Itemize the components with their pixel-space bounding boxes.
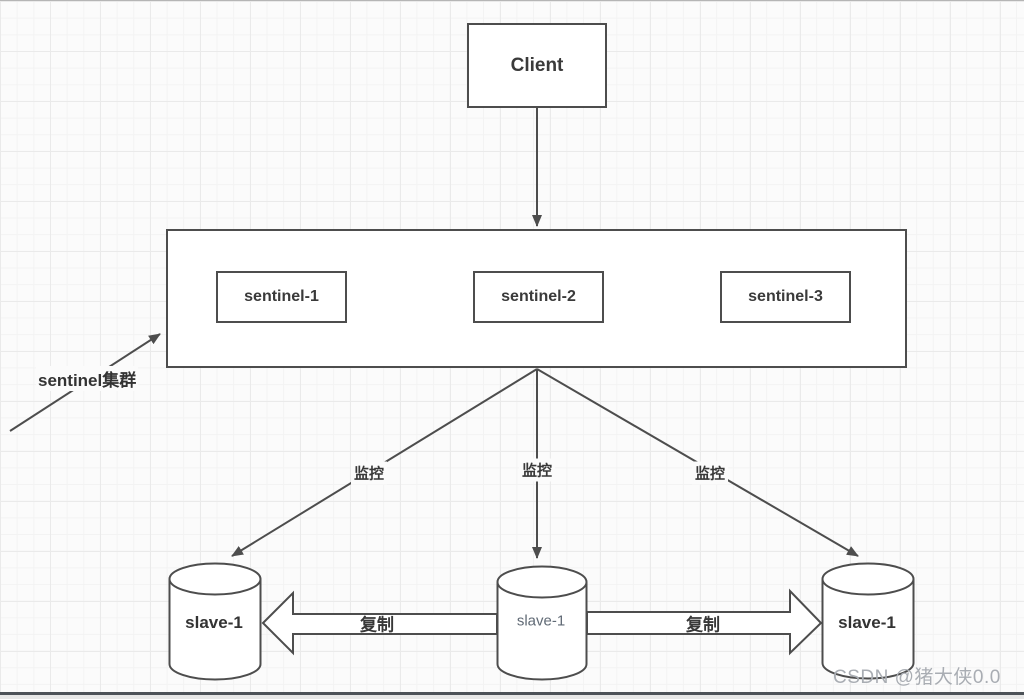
- monitor-label-middle: 监控: [518, 458, 556, 482]
- replication-block-arrow-right: [586, 588, 823, 656]
- client-node: Client: [467, 23, 607, 108]
- slave-db-cylinder-left: [168, 562, 262, 681]
- monitor-label-left: 监控: [350, 461, 388, 485]
- replication-block-arrow-left: [261, 590, 498, 656]
- replication-label-right: 复制: [686, 615, 720, 635]
- cluster-callout-label: sentinel集群: [36, 366, 139, 391]
- slave-db-cylinder-middle: [496, 565, 588, 681]
- slave-1-right-label: slave-1: [838, 613, 896, 632]
- csdn-watermark: CSDN @猪大侠0.0: [833, 667, 1001, 688]
- sentinel-node-3: sentinel-3: [720, 271, 851, 323]
- slave-1-middle-label: slave-1: [516, 612, 566, 630]
- sentinel-2-label: sentinel-2: [501, 288, 576, 305]
- client-label: Client: [510, 54, 564, 76]
- sentinel-3-label: sentinel-3: [748, 288, 823, 305]
- sentinel-1-label: sentinel-1: [244, 288, 319, 305]
- bottom-edge-line: [0, 692, 1024, 695]
- monitor-label-right: 监控: [691, 461, 729, 485]
- replication-label-left: 复制: [360, 615, 394, 635]
- sentinel-node-2: sentinel-2: [473, 271, 604, 323]
- slave-1-left-label: slave-1: [185, 613, 243, 632]
- slave-db-cylinder-right: [821, 562, 915, 680]
- sentinel-node-1: sentinel-1: [216, 271, 347, 323]
- bottom-edge-strip: [0, 695, 1024, 699]
